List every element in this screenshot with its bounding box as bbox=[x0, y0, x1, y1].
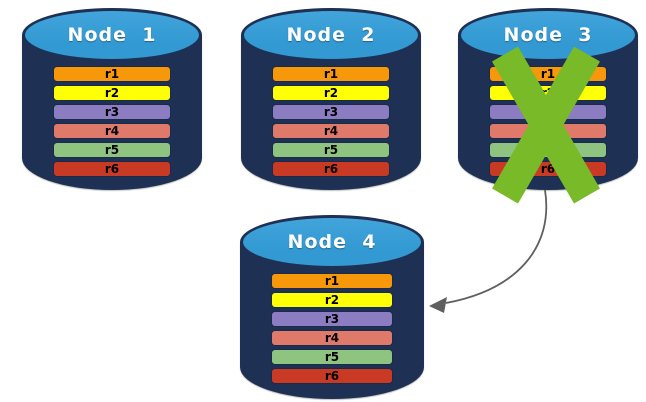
replica-bar-r3: r3 bbox=[271, 311, 393, 327]
replica-label: r1 bbox=[324, 274, 340, 288]
cylinder-top: Node 1 bbox=[22, 8, 202, 62]
node-label: Node 1 bbox=[67, 24, 157, 46]
replica-bar-r3: r3 bbox=[272, 104, 390, 120]
replica-bar-r4: r4 bbox=[271, 330, 393, 346]
replica-bar-r2: r2 bbox=[53, 85, 171, 101]
replica-bar-r4: r4 bbox=[53, 123, 171, 139]
replica-bar-r6: r6 bbox=[271, 368, 393, 384]
replica-label: r6 bbox=[323, 162, 339, 176]
replica-label: r5 bbox=[324, 350, 340, 364]
cylinder-top: Node 2 bbox=[241, 8, 421, 62]
replica-bar-r2: r2 bbox=[272, 85, 390, 101]
replica-label: r3 bbox=[104, 105, 120, 119]
replica-label: r5 bbox=[104, 143, 120, 157]
replica-bar-r4: r4 bbox=[272, 123, 390, 139]
replica-bar-r2: r2 bbox=[271, 292, 393, 308]
node-label: Node 3 bbox=[503, 24, 593, 46]
replica-label: r5 bbox=[323, 143, 339, 157]
replica-label: r2 bbox=[323, 86, 339, 100]
replica-bar-r5: r5 bbox=[272, 142, 390, 158]
replica-label: r1 bbox=[323, 67, 339, 81]
replica-label: r6 bbox=[104, 162, 120, 176]
replica-bar-r6: r6 bbox=[53, 161, 171, 177]
replica-label: r1 bbox=[540, 67, 556, 81]
replica-label: r3 bbox=[324, 312, 340, 326]
replica-label: r6 bbox=[324, 369, 340, 383]
replica-label: r4 bbox=[323, 124, 339, 138]
replica-label: r4 bbox=[104, 124, 120, 138]
db-node-1: Node 1 r1 r2 r3 r4 r5 r6 bbox=[22, 8, 202, 190]
replica-label: r6 bbox=[540, 162, 556, 176]
replica-stack: r1 r2 r3 r4 r5 r6 bbox=[272, 66, 390, 177]
replica-bar-r1: r1 bbox=[53, 66, 171, 82]
db-node-2: Node 2 r1 r2 r3 r4 r5 r6 bbox=[241, 8, 421, 190]
cylinder-top: Node 3 bbox=[458, 8, 638, 62]
node-label: Node 4 bbox=[287, 231, 377, 253]
node-label: Node 2 bbox=[286, 24, 376, 46]
replica-bar-r3: r3 bbox=[53, 104, 171, 120]
replica-label: r1 bbox=[104, 67, 120, 81]
db-node-4: Node 4 r1 r2 r3 r4 r5 r6 bbox=[240, 215, 424, 399]
replica-bar-r1: r1 bbox=[271, 273, 393, 289]
replica-label: r3 bbox=[323, 105, 339, 119]
replica-bar-r5: r5 bbox=[53, 142, 171, 158]
replica-bar-r1: r1 bbox=[272, 66, 390, 82]
replica-label: r2 bbox=[324, 293, 340, 307]
replica-label: r4 bbox=[324, 331, 340, 345]
replica-bar-r5: r5 bbox=[271, 349, 393, 365]
replica-stack: r1 r2 r3 r4 r5 r6 bbox=[53, 66, 171, 177]
replica-label: r2 bbox=[104, 86, 120, 100]
failure-x-icon bbox=[489, 46, 603, 204]
replica-bar-r6: r6 bbox=[272, 161, 390, 177]
cylinder-top: Node 4 bbox=[240, 215, 424, 269]
replica-stack: r1 r2 r3 r4 r5 r6 bbox=[271, 273, 393, 384]
